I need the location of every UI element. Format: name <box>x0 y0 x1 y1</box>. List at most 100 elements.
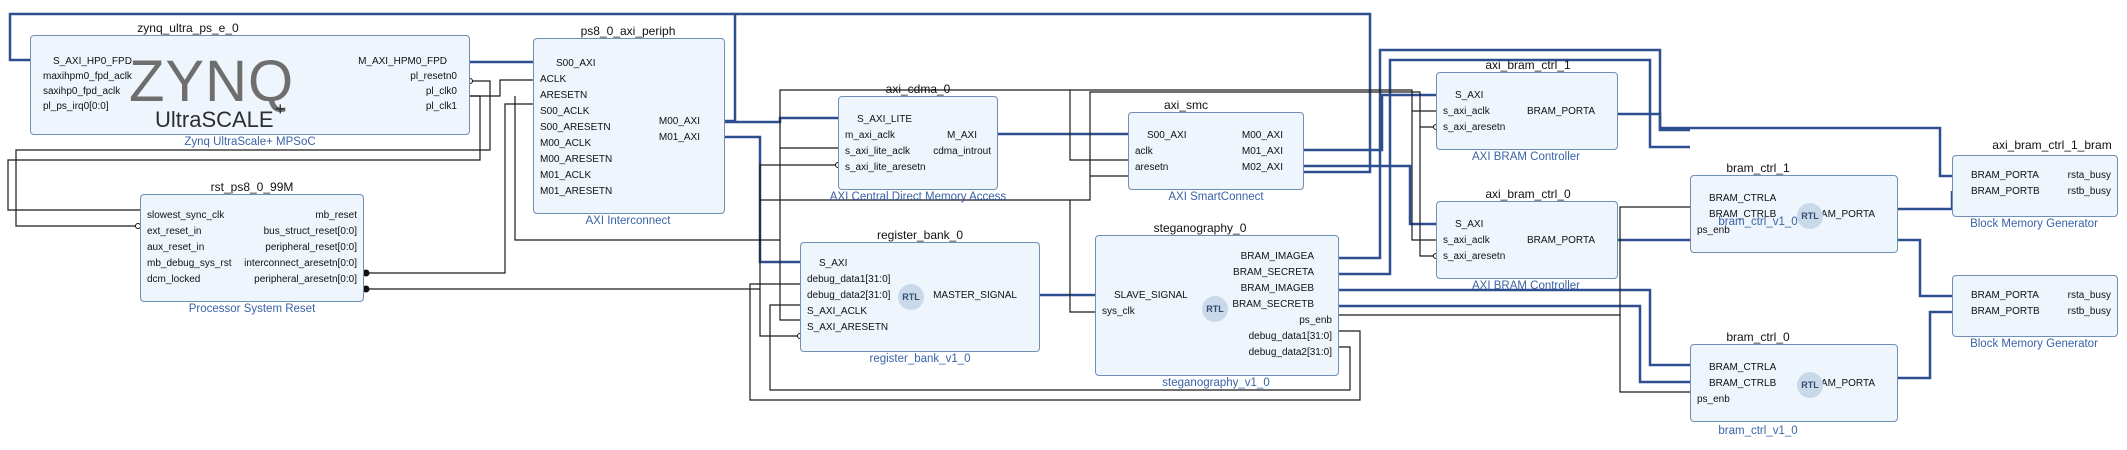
abc1-pin-s-axi-aclk[interactable]: s_axi_aclk <box>1443 106 1490 117</box>
rst-pin-interconnect-aresetn[interactable]: interconnect_aresetn[0:0] <box>244 258 357 269</box>
rst-pin-ext-reset-in[interactable]: ext_reset_in <box>147 226 202 237</box>
periph-pin-m00-aclk[interactable]: M00_ACLK <box>540 138 592 149</box>
rst-pin-aux-reset-in[interactable]: aux_reset_in <box>147 242 205 253</box>
zynq-pin-m-axi-hpm0-fpd[interactable]: M_AXI_HPM0_FPD <box>358 56 447 67</box>
smc-pin-m02-axi[interactable]: M02_AXI <box>1241 162 1283 173</box>
regbank-pin-master-signal[interactable]: MASTER_SIGNAL <box>933 290 1017 301</box>
bram1-pin-bram-portb[interactable]: BRAM_PORTB <box>1971 186 2040 197</box>
net-steg-sysclk[interactable] <box>1069 200 1095 313</box>
wire-steg-imageb[interactable] <box>1339 288 1690 367</box>
wire-bc1-porta[interactable] <box>1898 191 1954 211</box>
net-aresetn-regbank[interactable] <box>759 289 800 337</box>
bram0-pin-bram-porta[interactable]: BRAM_PORTA <box>1971 290 2039 301</box>
net-aresetn-abc0[interactable] <box>1419 127 1436 257</box>
smc-pin-s00-axi[interactable]: S00_AXI <box>1147 130 1187 141</box>
net-peripheral-aresetn[interactable] <box>364 164 838 290</box>
zynq-pin-s-axi-hp0-fpd[interactable]: S_AXI_HP0_FPD <box>53 56 132 67</box>
net-steg-debug2[interactable] <box>769 304 1351 391</box>
axi-smartconnect-block[interactable]: S00_AXI aclk aresetn M00_AXI M01_AXI M02… <box>1128 112 1304 190</box>
rst-pin-peripheral-aresetn[interactable]: peripheral_aresetn[0:0] <box>254 274 357 285</box>
axi-bram-ctrl-1-block[interactable]: S_AXI s_axi_aclk s_axi_aresetn BRAM_PORT… <box>1436 72 1618 150</box>
steg-pin-bram-imageb[interactable]: BRAM_IMAGEB <box>1240 283 1314 294</box>
regbank-pin-debug-data1[interactable]: debug_data1[31:0] <box>807 274 891 285</box>
periph-pin-s00-aclk[interactable]: S00_ACLK <box>540 106 590 117</box>
net-pl-resetn0[interactable] <box>15 80 491 227</box>
steg-pin-sys-clk[interactable]: sys_clk <box>1102 306 1135 317</box>
bc1-pin-ps-enb[interactable]: ps_enb <box>1697 225 1730 236</box>
bc1-pin-bram-ctrlb[interactable]: BRAM_CTRLB <box>1709 209 1777 220</box>
bram1-pin-rsta-busy[interactable]: rsta_busy <box>2067 170 2111 181</box>
periph-pin-m01-aresetn[interactable]: M01_ARESETN <box>540 186 613 197</box>
bc0-pin-bram-ctrla[interactable]: BRAM_CTRLA <box>1709 362 1777 373</box>
abc1-pin-s-axi[interactable]: S_AXI <box>1455 90 1484 101</box>
zynq-pin-pl-clk1[interactable]: pl_clk1 <box>425 101 457 112</box>
wire-periph-m00-cdma[interactable] <box>725 116 838 124</box>
cdma-pin-s-axi-lite-aresetn[interactable]: s_axi_lite_aresetn <box>845 162 926 173</box>
smc-pin-aclk[interactable]: aclk <box>1135 146 1153 157</box>
zynq-pin-maxihpm0-fpd-aclk[interactable]: maxihpm0_fpd_aclk <box>43 71 132 82</box>
net-pl-clk0[interactable] <box>470 79 533 97</box>
rst-pin-mb-debug-sys-rst[interactable]: mb_debug_sys_rst <box>147 258 232 269</box>
abc0-pin-s-axi-aresetn[interactable]: s_axi_aresetn <box>1443 251 1506 262</box>
bram0-pin-bram-portb[interactable]: BRAM_PORTB <box>1971 306 2040 317</box>
bc0-pin-bram-ctrlb[interactable]: BRAM_CTRLB <box>1709 378 1777 389</box>
axi-interconnect-block[interactable]: S00_AXI ACLK ARESETN S00_ACLK S00_ARESET… <box>533 38 725 214</box>
cdma-pin-s-axi-lite-aclk[interactable]: s_axi_lite_aclk <box>845 146 911 157</box>
periph-pin-s00-axi[interactable]: S00_AXI <box>556 58 596 69</box>
net-regbank-aclk[interactable] <box>779 240 800 321</box>
bc1-pin-bram-porta[interactable]: BRAM_PORTA <box>1807 209 1875 220</box>
wire-abc1-bram1[interactable] <box>1618 112 1952 178</box>
wire-smc-m01-abc1[interactable] <box>1304 93 1436 152</box>
net-clk-to-bram-ctrl0[interactable] <box>1411 111 1436 241</box>
zynq-ultra-ps-block[interactable]: ZYNQ UltraSCALE + S_AXI_HP0_FPD maxihpm0… <box>30 35 470 135</box>
rst-pin-slowest-sync-clk[interactable]: slowest_sync_clk <box>147 210 225 221</box>
regbank-pin-s-axi-aclk[interactable]: S_AXI_ACLK <box>807 306 868 317</box>
steg-pin-ps-enb[interactable]: ps_enb <box>1299 315 1332 326</box>
wire-bc0-porta[interactable] <box>1898 310 1952 380</box>
periph-pin-s00-aresetn[interactable]: S00_ARESETN <box>540 122 611 133</box>
bc0-pin-bram-porta[interactable]: BRAM_PORTA <box>1807 378 1875 389</box>
bram0-pin-rstb-busy[interactable]: rstb_busy <box>2067 306 2111 317</box>
axi-bram-ctrl-0-block[interactable]: S_AXI s_axi_aclk s_axi_aresetn BRAM_PORT… <box>1436 201 1618 279</box>
smc-pin-m01-axi[interactable]: M01_AXI <box>1241 146 1283 157</box>
regbank-pin-s-axi[interactable]: S_AXI <box>819 258 848 269</box>
bram-ctrl-1-block[interactable]: BRAM_CTRLA BRAM_CTRLB ps_enb BRAM_PORTA … <box>1690 175 1898 253</box>
cdma-pin-s-axi-lite[interactable]: S_AXI_LITE <box>857 114 913 125</box>
zynq-pin-pl-resetn0[interactable]: pl_resetn0 <box>410 71 457 82</box>
abc1-pin-s-axi-aresetn[interactable]: s_axi_aresetn <box>1443 122 1506 133</box>
processor-system-reset-block[interactable]: slowest_sync_clk ext_reset_in aux_reset_… <box>140 194 364 302</box>
abc0-pin-s-axi-aclk[interactable]: s_axi_aclk <box>1443 235 1490 246</box>
net-steg-ps-enb-0[interactable] <box>1619 315 1690 393</box>
zynq-pin-pl-clk0[interactable]: pl_clk0 <box>425 86 457 97</box>
bram1-pin-bram-porta[interactable]: BRAM_PORTA <box>1971 170 2039 181</box>
rst-pin-bus-struct-reset[interactable]: bus_struct_reset[0:0] <box>263 226 357 237</box>
steg-pin-slave-signal[interactable]: SLAVE_SIGNAL <box>1114 290 1188 301</box>
net-aresetn-periph[interactable] <box>364 103 533 274</box>
steg-pin-bram-secretb[interactable]: BRAM_SECRETB <box>1232 299 1314 310</box>
rst-pin-peripheral-reset[interactable]: peripheral_reset[0:0] <box>265 242 357 253</box>
regbank-pin-debug-data2[interactable]: debug_data2[31:0] <box>807 290 891 301</box>
bc0-pin-ps-enb[interactable]: ps_enb <box>1697 394 1730 405</box>
wire-smc-m02-abc0[interactable] <box>1304 164 1436 226</box>
bram0-pin-rsta-busy[interactable]: rsta_busy <box>2067 290 2111 301</box>
block-memory-generator-0[interactable]: BRAM_PORTA BRAM_PORTB rsta_busy rstb_bus… <box>1952 275 2118 337</box>
steganography-block[interactable]: SLAVE_SIGNAL sys_clk BRAM_IMAGEA BRAM_SE… <box>1095 235 1339 376</box>
register-bank-block[interactable]: S_AXI debug_data1[31:0] debug_data2[31:0… <box>800 242 1040 352</box>
cdma-pin-cdma-introut[interactable]: cdma_introut <box>933 146 991 157</box>
smc-pin-aresetn[interactable]: aresetn <box>1135 162 1169 173</box>
abc0-pin-bram-porta[interactable]: BRAM_PORTA <box>1527 235 1595 246</box>
periph-pin-m00-aresetn[interactable]: M00_ARESETN <box>540 154 613 165</box>
zynq-pin-pl-ps-irq0[interactable]: pl_ps_irq0[0:0] <box>43 101 109 112</box>
periph-pin-m00-axi[interactable]: M00_AXI <box>658 116 700 127</box>
bc1-pin-bram-ctrla[interactable]: BRAM_CTRLA <box>1709 193 1777 204</box>
bram1-pin-rstb-busy[interactable]: rstb_busy <box>2067 186 2111 197</box>
periph-pin-aclk[interactable]: ACLK <box>540 74 567 85</box>
rst-pin-dcm-locked[interactable]: dcm_locked <box>147 274 201 285</box>
wire-zynq-hp0-loop[interactable] <box>8 12 735 62</box>
rst-pin-mb-reset[interactable]: mb_reset <box>315 210 357 221</box>
periph-pin-m01-axi[interactable]: M01_AXI <box>658 132 700 143</box>
net-steg-ps-enb[interactable] <box>1339 206 1690 316</box>
axi-cdma-block[interactable]: S_AXI_LITE m_axi_aclk s_axi_lite_aclk s_… <box>838 96 998 190</box>
abc0-pin-s-axi[interactable]: S_AXI <box>1455 219 1484 230</box>
steg-pin-bram-secreta[interactable]: BRAM_SECRETA <box>1233 267 1314 278</box>
